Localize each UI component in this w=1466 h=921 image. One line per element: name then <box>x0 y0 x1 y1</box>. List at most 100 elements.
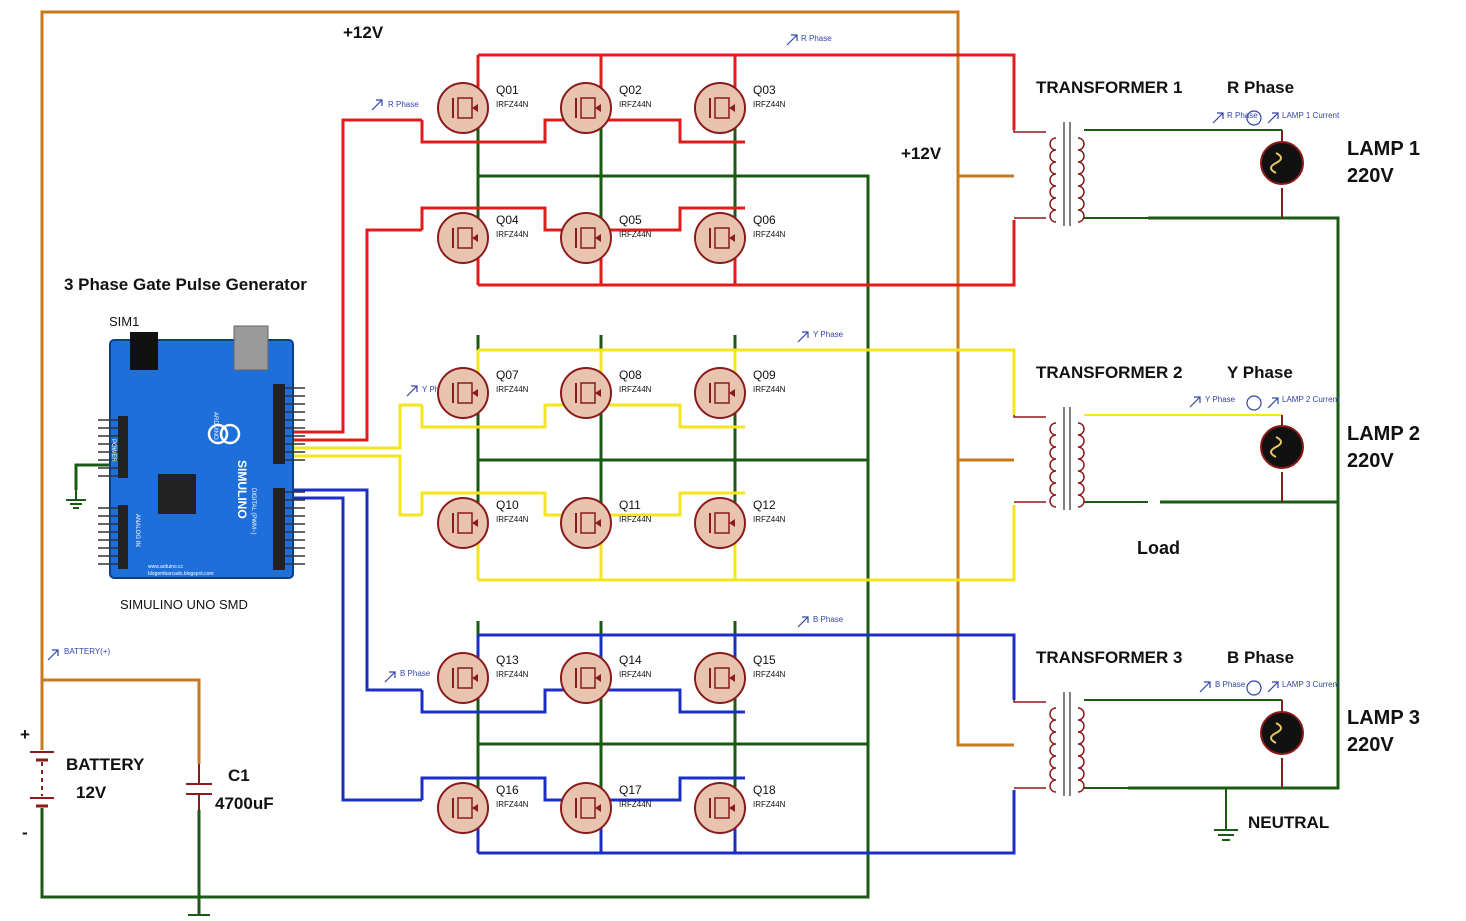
lamp-bulb <box>1260 425 1304 469</box>
mosfet-icon <box>437 497 489 549</box>
mosfet-part-label: IRFZ44N <box>753 100 786 109</box>
battery-minus-label: - <box>22 823 28 842</box>
mosfet-icon <box>437 212 489 264</box>
probe-arrow-icon <box>406 385 418 397</box>
cap-value-label: 4700uF <box>215 794 274 813</box>
mosfet-icon <box>560 212 612 264</box>
ground-wire-main <box>40 174 870 899</box>
gate-feed-lower <box>293 454 422 517</box>
mosfet-icon <box>694 782 746 834</box>
mosfet-ref-label: Q03 <box>753 83 776 97</box>
probe-arrow-icon <box>1267 112 1279 124</box>
mosfet-part-label: IRFZ44N <box>753 230 786 239</box>
supply-right-label: +12V <box>901 144 942 163</box>
probe-arrow-icon <box>797 331 809 343</box>
phase-bottom-rail <box>478 220 1016 287</box>
mosfet-part-label: IRFZ44N <box>496 230 529 239</box>
mosfet-ref-label: Q05 <box>619 213 642 227</box>
battery-probe-label: BATTERY(+) <box>64 647 110 656</box>
mosfet-arrow-icon <box>729 234 735 242</box>
mosfet-arrow-icon <box>472 519 478 527</box>
mosfet-icon <box>560 782 612 834</box>
board-pin-headers <box>98 387 305 565</box>
phase-3-label: B Phase <box>1227 648 1294 667</box>
mosfet-ref-label: Q12 <box>753 498 776 512</box>
phase-3-probe-current: LAMP 3 Current <box>1282 680 1340 689</box>
current-probe-icon <box>1246 680 1262 696</box>
power-header-label: POWER <box>110 439 116 462</box>
mosfet-icon <box>694 367 746 419</box>
transformer-2-label: TRANSFORMER 2 <box>1036 363 1182 382</box>
mosfet-part-label: IRFZ44N <box>496 800 529 809</box>
mosfet-ref-label: Q06 <box>753 213 776 227</box>
lamp-2-voltage: 220V <box>1347 450 1394 472</box>
mosfet-ref-label: Q11 <box>619 498 641 512</box>
phase-2-probe-top: Y Phase <box>813 330 844 339</box>
load-label: Load <box>1137 538 1180 558</box>
neutral-label: NEUTRAL <box>1248 813 1329 832</box>
sim-ref-label: SIM1 <box>109 314 139 329</box>
probe-arrow-icon <box>47 649 59 661</box>
mosfet-arrow-icon <box>472 389 478 397</box>
phase-1-probe-gate: R Phase <box>388 100 419 109</box>
y-phase-wires <box>293 348 1016 582</box>
mosfet-icon <box>694 497 746 549</box>
mosfet-icon <box>694 212 746 264</box>
mosfet-part-label: IRFZ44N <box>496 100 529 109</box>
lamp-1-label: LAMP 1 <box>1347 138 1420 160</box>
current-probe-icon <box>1246 395 1262 411</box>
usb-port-icon <box>233 325 269 371</box>
primary-lead <box>1013 415 1046 418</box>
lamp-1-icon <box>1260 141 1304 185</box>
transformer-3-label: TRANSFORMER 3 <box>1036 648 1182 667</box>
phase-1-probe-current: LAMP 1 Current <box>1282 111 1340 120</box>
probe-arrow-icon <box>384 671 396 683</box>
mosfet-arrow-icon <box>595 519 601 527</box>
capacitor-symbol <box>186 764 212 810</box>
mosfet-part-label: IRFZ44N <box>619 515 652 524</box>
mosfet-icon <box>437 82 489 134</box>
mosfet-part-label: IRFZ44N <box>753 800 786 809</box>
battery-plus-label: + <box>20 725 30 744</box>
mosfet-arrow-icon <box>595 804 601 812</box>
lamp-bulb <box>1260 141 1304 185</box>
probe-arrow-icon <box>1189 396 1201 408</box>
transformer-1-label: TRANSFORMER 1 <box>1036 78 1182 97</box>
board-url2-label: blogembarcado.blogspot.com <box>148 571 214 577</box>
supply-wire-main <box>40 10 1014 747</box>
lamp-3-icon <box>1260 711 1304 755</box>
probe-arrow-icon <box>371 99 383 111</box>
mosfet-arrow-icon <box>595 234 601 242</box>
phase-top-rail <box>478 633 1016 700</box>
mosfet-icon <box>437 652 489 704</box>
mosfet-part-label: IRFZ44N <box>753 385 786 394</box>
mosfet-arrow-icon <box>729 804 735 812</box>
mosfet-icon <box>560 82 612 134</box>
phase-2-probe-current: LAMP 2 Current <box>1282 395 1340 404</box>
primary-coil <box>1049 422 1057 508</box>
supply-wire-cap <box>42 678 201 764</box>
mosfet-part-label: IRFZ44N <box>619 800 652 809</box>
phase-top-rail <box>478 53 1016 130</box>
secondary-wires <box>1084 129 1283 789</box>
transformer-1-symbol <box>1013 122 1085 226</box>
phase-bottom-rail <box>478 505 1016 582</box>
mosfet-part-label: IRFZ44N <box>496 515 529 524</box>
arduino-tag-label: ARDUINO <box>212 412 218 440</box>
mosfet-icon <box>694 82 746 134</box>
mosfet-icon <box>437 367 489 419</box>
gate-feed-upper <box>293 488 422 692</box>
